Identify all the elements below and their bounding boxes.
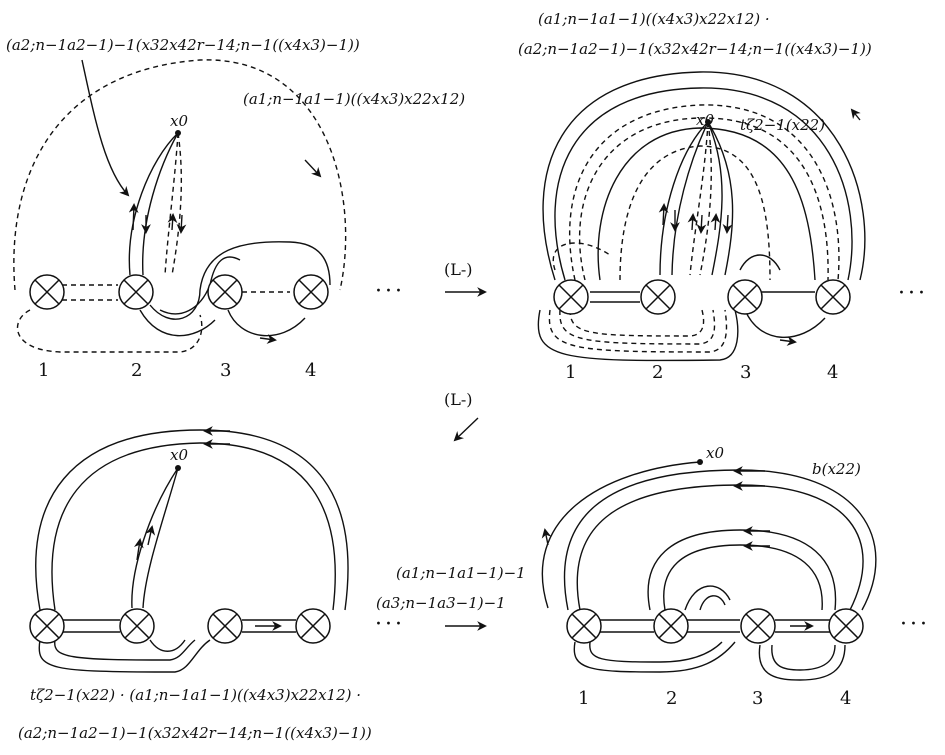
crosscap-2-icon [118,274,154,310]
basepoint-label: x0 [170,446,189,464]
basepoint-label: x0 [170,112,189,130]
basepoint-dot-top-right [705,119,711,125]
crosscap-number-2: 2 [652,362,664,383]
label-pointer-arrow [81,59,130,197]
basepoint-label: x0 [696,111,715,129]
crosscap-3-icon [207,274,243,310]
crosscap-number-2: 2 [666,688,678,709]
crosscap-1-icon [29,608,65,644]
crosscap-2-icon [653,608,689,644]
top-right-label-line2: (a2;n−1a2−1)−1(x32x42r−14;n−1((x4x3)−1)) [518,40,872,58]
crosscaps-top-right [553,279,851,315]
crosscap-1-icon [29,274,65,310]
crosscap-number-1: 1 [565,362,577,383]
basepoint-dot-bottom-right [697,459,703,465]
crosscap-4-icon [295,608,331,644]
crosscap-number-2: 2 [131,360,143,381]
crosscap-4-icon [293,274,329,310]
dashed-outer-loop [13,59,347,291]
crosscaps-bottom-left [29,608,331,644]
crosscap-number-4: 4 [305,360,317,381]
crosscap-2-icon [640,279,676,315]
crosscap-number-4: 4 [827,362,839,383]
crosscap-4-icon [828,608,864,644]
bottom-left-label-line1: tζ2−1(x22) · (a1;n−1a1−1)((x4x3)x22x12) … [30,686,362,704]
panel-bottom-left [35,426,349,673]
crosscap-number-1: 1 [578,688,590,709]
b-label: b(x22) [812,460,861,478]
top-right-label-line1: (a1;n−1a1−1)((x4x3)x22x12) · [538,10,770,28]
twist-label: tζ2−1(x22) [740,116,826,134]
crosscaps-top-left [29,274,329,310]
solid-loop-1 [128,132,179,276]
move-label-down: (L-) [444,390,473,409]
crosscap-number-3: 3 [220,360,232,381]
basepoint-dot-bottom-left [175,465,181,471]
basepoint-label: x0 [706,444,725,462]
ellipsis: ··· [898,281,928,306]
crosscap-number-1: 1 [38,360,50,381]
crosscap-3-icon [740,608,776,644]
crosscap-2-icon [119,608,155,644]
ellipsis: ··· [375,279,405,304]
move-label-right: (L-) [444,260,473,279]
crosscap-3-icon [727,279,763,315]
crosscaps-bottom-right [566,608,864,644]
ellipsis: ··· [375,612,405,637]
ellipsis: ··· [900,612,930,637]
bottom-left-label-line2: (a2;n−1a2−1)−1(x32x42r−14;n−1((x4x3)−1)) [18,724,372,742]
crosscap-1-icon [553,279,589,315]
crosscap-4-icon [815,279,851,315]
loop-label-a: (a2;n−1a2−1)−1(x32x42r−14;n−1((x4x3)−1)) [6,36,360,54]
bottom-move-line1: (a1;n−1a1−1)−1 [396,564,526,582]
loop-label-b: (a1;n−1a1−1)((x4x3)x22x12) [243,90,466,108]
crosscap-3-icon [207,608,243,644]
panel-top-right [537,71,866,362]
move-arrow-down [453,417,479,442]
bottom-move-line2: (a3;n−1a3−1)−1 [376,594,506,612]
crosscap-number-4: 4 [840,688,852,709]
crosscap-number-3: 3 [740,362,752,383]
crosscap-number-3: 3 [752,688,764,709]
basepoint-dot-top-left [175,130,181,136]
panel-bottom-right [541,461,877,681]
crosscap-1-icon [566,608,602,644]
